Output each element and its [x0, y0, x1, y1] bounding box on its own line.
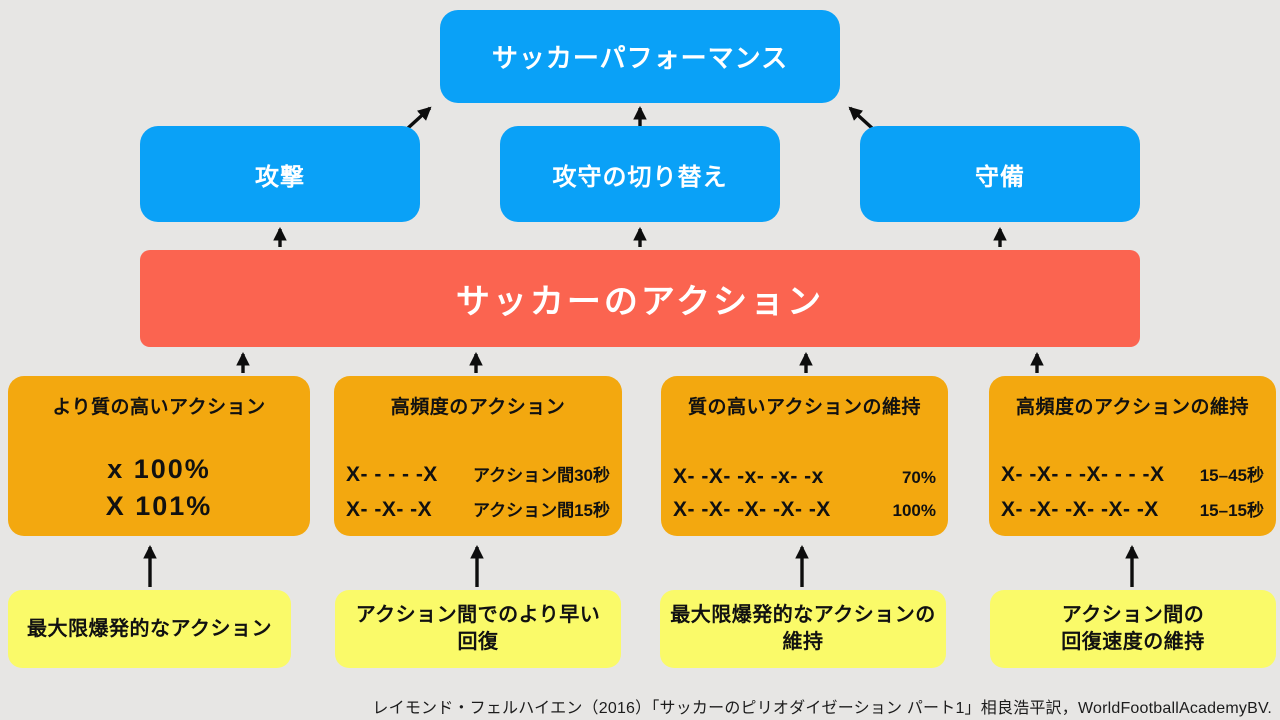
node-soccer-performance: サッカーパフォーマンス: [440, 10, 840, 103]
capacity-value: X 101%: [105, 491, 213, 521]
node-defense-label: 守備: [975, 163, 1025, 191]
node-transition-label: 攻守の切り替え: [552, 163, 728, 191]
action-interval-label: 100%: [892, 501, 936, 520]
capacity-line: X- -X- -X- -X- -X 15–15秒: [1001, 496, 1264, 522]
capacity-line: X- -X- -x- -x- -x 70%: [673, 465, 936, 489]
action-interval-pattern: X- -X- - -X- - - -X: [1001, 463, 1165, 486]
base-box-explosive-maintenance: 最大限爆発的なアクションの 維持: [660, 590, 946, 668]
arrow-defense-to-performance: [848, 106, 874, 130]
capacity-box-frequency-lines: X- - - - -X アクション間30秒 X- -X- -X アクション間15…: [346, 461, 610, 522]
node-attack-label: 攻撃: [255, 163, 305, 191]
base-box-recovery-maintenance: アクション間の 回復速度の維持: [990, 590, 1276, 668]
base-box-recovery: アクション間でのより早い 回復: [335, 590, 621, 668]
capacity-box-quality-values: x 100% X 101%: [20, 454, 298, 522]
base-box-line: アクション間の: [1061, 604, 1205, 626]
action-interval-label: 15–15秒: [1199, 501, 1264, 520]
node-soccer-actions: サッカーのアクション: [140, 250, 1140, 347]
base-box-line: アクション間でのより早い: [355, 604, 601, 626]
action-interval-pattern: X- -X- -X: [346, 498, 433, 521]
capacity-box-quality: より質の高いアクション x 100% X 101%: [8, 376, 310, 536]
base-box-line: 最大限爆発的なアクションの: [670, 604, 936, 626]
base-box-line: 最大限爆発的なアクション: [27, 617, 272, 640]
capacity-box-quality-maintenance-title: 質の高いアクションの維持: [687, 397, 922, 418]
base-box-line: 回復速度の維持: [1061, 631, 1205, 653]
capacity-line: X- -X- -X- -X- -X 100%: [673, 498, 936, 522]
capacity-box-frequency-maintenance-title: 高頻度のアクションの維持: [1015, 397, 1250, 418]
action-interval-label: アクション間15秒: [472, 501, 610, 520]
action-interval-pattern: X- - - - -X: [346, 463, 438, 486]
capacity-line: X- -X- -X アクション間15秒: [346, 496, 610, 522]
action-interval-label: 15–45秒: [1199, 466, 1264, 485]
capacity-box-frequency: 高頻度のアクション X- - - - -X アクション間30秒 X- -X- -…: [334, 376, 622, 536]
capacity-line: X- - - - -X アクション間30秒: [346, 461, 610, 487]
action-interval-label: アクション間30秒: [472, 466, 610, 485]
node-attack: 攻撃: [140, 126, 420, 222]
capacity-box-frequency-title: 高頻度のアクション: [390, 397, 566, 418]
action-interval-pattern: X- -X- -x- -x- -x: [673, 465, 824, 488]
node-soccer-actions-label: サッカーのアクション: [455, 283, 825, 321]
citation-text: レイモンド・フェルハイエン（2016）「サッカーのピリオダイゼーション パート1…: [372, 700, 1272, 717]
base-box-line: 回復: [457, 631, 499, 653]
action-interval-pattern: X- -X- -X- -X- -X: [673, 498, 831, 521]
node-soccer-performance-label: サッカーパフォーマンス: [491, 43, 789, 73]
capacity-box-quality-title: より質の高いアクション: [52, 397, 266, 418]
base-box-line: 維持: [782, 631, 824, 653]
capacity-value: x 100%: [107, 454, 211, 484]
action-interval-pattern: X- -X- -X- -X- -X: [1001, 498, 1159, 521]
base-box-explosive: 最大限爆発的なアクション: [8, 590, 291, 668]
node-defense: 守備: [860, 126, 1140, 222]
action-interval-label: 70%: [901, 468, 936, 487]
arrow-attack-to-performance: [406, 106, 432, 130]
capacity-box-frequency-maintenance-lines: X- -X- - -X- - - -X 15–45秒 X- -X- -X- -X…: [1001, 461, 1264, 522]
capacity-box-quality-maintenance-lines: X- -X- -x- -x- -x 70% X- -X- -X- -X- -X …: [673, 465, 936, 522]
capacity-box-frequency-maintenance: 高頻度のアクションの維持 X- -X- - -X- - - -X 15–45秒 …: [989, 376, 1276, 536]
node-transition: 攻守の切り替え: [500, 126, 780, 222]
capacity-line: X- -X- - -X- - - -X 15–45秒: [1001, 461, 1264, 487]
capacity-box-quality-maintenance: 質の高いアクションの維持 X- -X- -x- -x- -x 70% X- -X…: [661, 376, 948, 536]
